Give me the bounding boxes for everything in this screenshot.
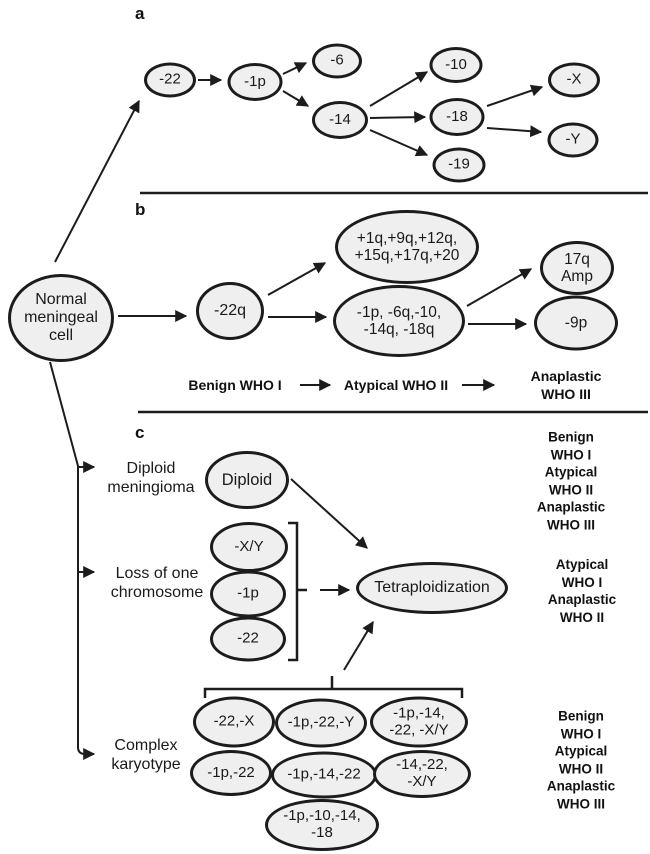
label-diploid-meningioma: Diploid meningioma bbox=[107, 460, 195, 496]
grade-label-complex-row: Benign WHO I Atypical WHO II Anaplastic … bbox=[546, 708, 616, 812]
node-c-minus1p: -1p bbox=[210, 570, 286, 618]
node-a-minus18: -18 bbox=[429, 98, 485, 136]
arrow-14-to-10 bbox=[369, 71, 429, 107]
node-ck-1p-14-22-xy: -1p,-14, -22, -X/Y bbox=[370, 696, 468, 748]
node-a-minus22: -22 bbox=[144, 62, 196, 98]
node-ck-22-x: -22,-X bbox=[193, 696, 275, 748]
node-c-tetraploidization: Tetraploidization bbox=[356, 562, 508, 614]
arrow-18-to-x bbox=[486, 84, 544, 107]
node-normal-meningeal-cell: Normal meningeal cell bbox=[8, 274, 114, 362]
node-b-minus9p: -9p bbox=[534, 295, 618, 351]
section-a-label: a bbox=[135, 4, 145, 23]
bracket-complex-group bbox=[203, 687, 464, 698]
arrow-losses-to-17q-amp bbox=[466, 268, 533, 307]
node-a-minus19: -19 bbox=[432, 147, 486, 183]
node-b-losses: -1p, -6q,-10, -14q, -18q bbox=[333, 285, 465, 357]
arrow-normal-to-section-a bbox=[54, 99, 140, 263]
grade-label-loss-row: Atypical WHO I Anaplastic WHO II bbox=[547, 556, 617, 625]
arrow-1p-to-6 bbox=[282, 62, 308, 75]
node-b-gains: +1q,+9q,+12q, +15q,+17q,+20 bbox=[335, 210, 479, 284]
node-a-minus10: -10 bbox=[429, 47, 483, 83]
who-anaplastic-label: Anaplastic WHO III bbox=[530, 367, 602, 402]
node-b-minus22q: -22q bbox=[196, 282, 264, 340]
spine-arrow-complex-row bbox=[77, 746, 96, 760]
node-ck-1p-10-14-18: -1p,-10,-14, -18 bbox=[265, 799, 379, 851]
arrow-14-to-19 bbox=[369, 129, 429, 157]
node-ck-14-22-xy: -14,-22, -X/Y bbox=[373, 750, 471, 798]
section-c-label: c bbox=[135, 423, 145, 442]
node-ck-1p-22-y: -1p,-22,-Y bbox=[275, 698, 367, 748]
node-ck-1p-22: -1p,-22 bbox=[190, 750, 272, 796]
arrow-1p-to-14 bbox=[282, 90, 310, 107]
node-a-minus6: -6 bbox=[312, 43, 362, 79]
spine-normal-to-section-c bbox=[49, 361, 79, 748]
node-a-minus1p: -1p bbox=[227, 63, 283, 101]
label-loss-of-one-chromosome: Loss of one chromosome bbox=[110, 565, 204, 601]
node-ck-1p-14-22: -1p,-14,-22 bbox=[271, 751, 377, 799]
who-benign-label: Benign WHO I bbox=[188, 376, 282, 393]
bracket-loss-group bbox=[288, 521, 299, 662]
arrow-18-to-y bbox=[486, 125, 543, 138]
arrow-complex-to-tetraploidization bbox=[343, 620, 374, 671]
node-c-minus22: -22 bbox=[210, 616, 286, 662]
node-a-minus14: -14 bbox=[312, 101, 368, 139]
grade-label-diploid-row: Benign WHO I Atypical WHO II Anaplastic … bbox=[536, 429, 606, 533]
node-a-minusX: -X bbox=[548, 62, 600, 98]
label-complex-karyotype: Complex karyotype bbox=[111, 737, 181, 773]
arrow-diploid-to-tetraploidization bbox=[290, 478, 368, 549]
node-c-diploid: Diploid bbox=[205, 451, 289, 509]
arrow-14-to-18 bbox=[369, 111, 427, 124]
node-b-17q-amp: 17q Amp bbox=[540, 241, 614, 295]
who-atypical-label: Atypical WHO II bbox=[343, 376, 449, 393]
node-c-minusXY: -X/Y bbox=[210, 522, 288, 572]
node-a-minusY: -Y bbox=[547, 122, 599, 158]
arrow-22q-to-gains bbox=[267, 262, 327, 296]
section-b-label: b bbox=[135, 200, 146, 219]
